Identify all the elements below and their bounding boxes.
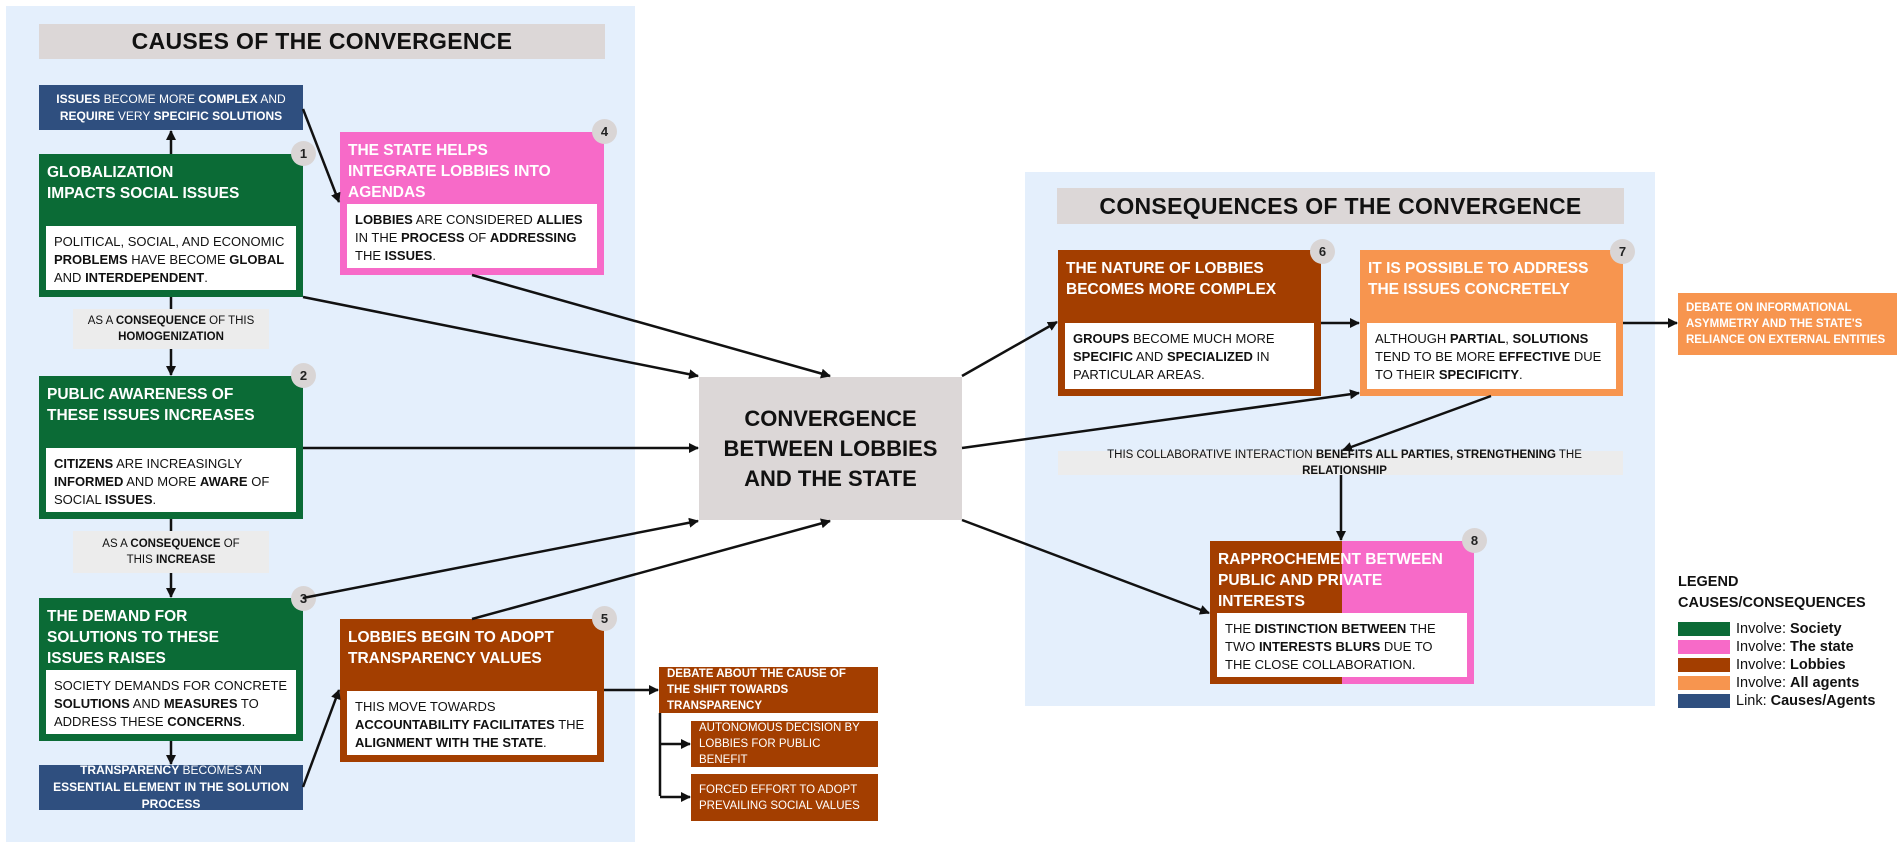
badge-2: 2 (291, 363, 316, 388)
card-public-awareness-body: CITIZENS ARE INCREASINGLY INFORMED AND M… (46, 448, 296, 512)
card-public-awareness-title: PUBLIC AWARENESS OF THESE ISSUES INCREAS… (47, 386, 255, 424)
badge-8: 8 (1462, 528, 1487, 553)
debate-transparency-box: DEBATE ABOUT THE CAUSE OF THE SHIFT TOWA… (659, 667, 878, 713)
legend-swatch-lobbies (1678, 658, 1730, 672)
issues-complex-box: ISSUES BECOME MORE COMPLEX AND REQUIRE V… (39, 85, 303, 130)
card-rapprochement-body: THE DISTINCTION BETWEEN THE TWO INTEREST… (1217, 613, 1467, 677)
card-globalization: GLOBALIZATION IMPACTS SOCIAL ISSUES POLI… (39, 154, 303, 297)
legend-item-society: Involve:Society (1678, 621, 1842, 637)
legend-swatch-all-agents (1678, 676, 1730, 690)
card-globalization-title: GLOBALIZATION IMPACTS SOCIAL ISSUES (47, 164, 240, 202)
badge-3: 3 (291, 586, 316, 611)
card-demand-solutions-title: THE DEMAND FOR SOLUTIONS TO THESE ISSUES… (47, 608, 219, 667)
legend-item-all-agents: Involve:All agents (1678, 675, 1859, 691)
causes-title: CAUSES OF THE CONVERGENCE (39, 24, 605, 59)
card-state-integrates: THE STATE HELPS INTEGRATE LOBBIES INTO A… (340, 132, 604, 275)
card-nature-lobbies-body: GROUPS BECOME MUCH MORE SPECIFIC AND SPE… (1065, 323, 1314, 389)
card-demand-solutions-body: SOCIETY DEMANDS FOR CONCRETE SOLUTIONS A… (46, 670, 296, 734)
consequences-title: CONSEQUENCES OF THE CONVERGENCE (1057, 188, 1624, 224)
card-state-integrates-body: LOBBIES ARE CONSIDERED ALLIES IN THE PRO… (347, 204, 597, 268)
card-state-integrates-title: THE STATE HELPS INTEGRATE LOBBIES INTO A… (348, 142, 551, 201)
card-lobbies-transparency-body: THIS MOVE TOWARDS ACCOUNTABILITY FACILIT… (347, 691, 597, 755)
legend-item-state: Involve:The state (1678, 639, 1854, 655)
card-address-concretely-title: IT IS POSSIBLE TO ADDRESS THE ISSUES CON… (1368, 260, 1589, 298)
card-address-concretely: IT IS POSSIBLE TO ADDRESS THE ISSUES CON… (1360, 250, 1623, 396)
legend-swatch-causes-agents (1678, 694, 1730, 708)
card-nature-lobbies-title: THE NATURE OF LOBBIES BECOMES MORE COMPL… (1066, 260, 1277, 298)
badge-7: 7 (1610, 239, 1635, 264)
badge-6: 6 (1310, 239, 1335, 264)
legend-item-causes-agents: Link:Causes/Agents (1678, 693, 1875, 709)
legend-item-lobbies: Involve:Lobbies (1678, 657, 1846, 673)
card-lobbies-transparency-title: LOBBIES BEGIN TO ADOPT TRANSPARENCY VALU… (348, 629, 554, 667)
card-nature-lobbies: THE NATURE OF LOBBIES BECOMES MORE COMPL… (1058, 250, 1321, 396)
card-rapprochement-title: RAPPROCHEMENT BETWEEN PUBLIC AND PRIVATE… (1218, 551, 1443, 610)
label-collaborative-interaction: THIS COLLABORATIVE INTERACTION BENEFITS … (1058, 449, 1623, 477)
legend-swatch-society (1678, 622, 1730, 636)
card-rapprochement: RAPPROCHEMENT BETWEEN PUBLIC AND PRIVATE… (1210, 541, 1474, 684)
card-demand-solutions: THE DEMAND FOR SOLUTIONS TO THESE ISSUES… (39, 598, 303, 741)
debate-informational-box: DEBATE ON INFORMATIONAL ASYMMETRY AND TH… (1678, 293, 1897, 355)
legend-swatch-state (1678, 640, 1730, 654)
convergence-center-box: CONVERGENCE BETWEEN LOBBIES AND THE STAT… (699, 377, 962, 520)
card-public-awareness: PUBLIC AWARENESS OF THESE ISSUES INCREAS… (39, 376, 303, 519)
badge-4: 4 (592, 119, 617, 144)
card-globalization-body: POLITICAL, SOCIAL, AND ECONOMIC PROBLEMS… (46, 226, 296, 290)
transparency-essential-box: TRANSPARENCY BECOMES AN ESSENTIAL ELEMEN… (39, 763, 303, 811)
card-address-concretely-body: ALTHOUGH PARTIAL, SOLUTIONS TEND TO BE M… (1367, 323, 1616, 389)
forced-effort-box: FORCED EFFORT TO ADOPT PREVAILING SOCIAL… (691, 774, 878, 821)
card-lobbies-transparency: LOBBIES BEGIN TO ADOPT TRANSPARENCY VALU… (340, 619, 604, 762)
autonomous-decision-box: AUTONOMOUS DECISION BY LOBBIES FOR PUBLI… (691, 721, 878, 767)
legend-title: LEGEND CAUSES/CONSEQUENCES (1678, 574, 1866, 611)
badge-1: 1 (291, 141, 316, 166)
badge-5: 5 (592, 606, 617, 631)
